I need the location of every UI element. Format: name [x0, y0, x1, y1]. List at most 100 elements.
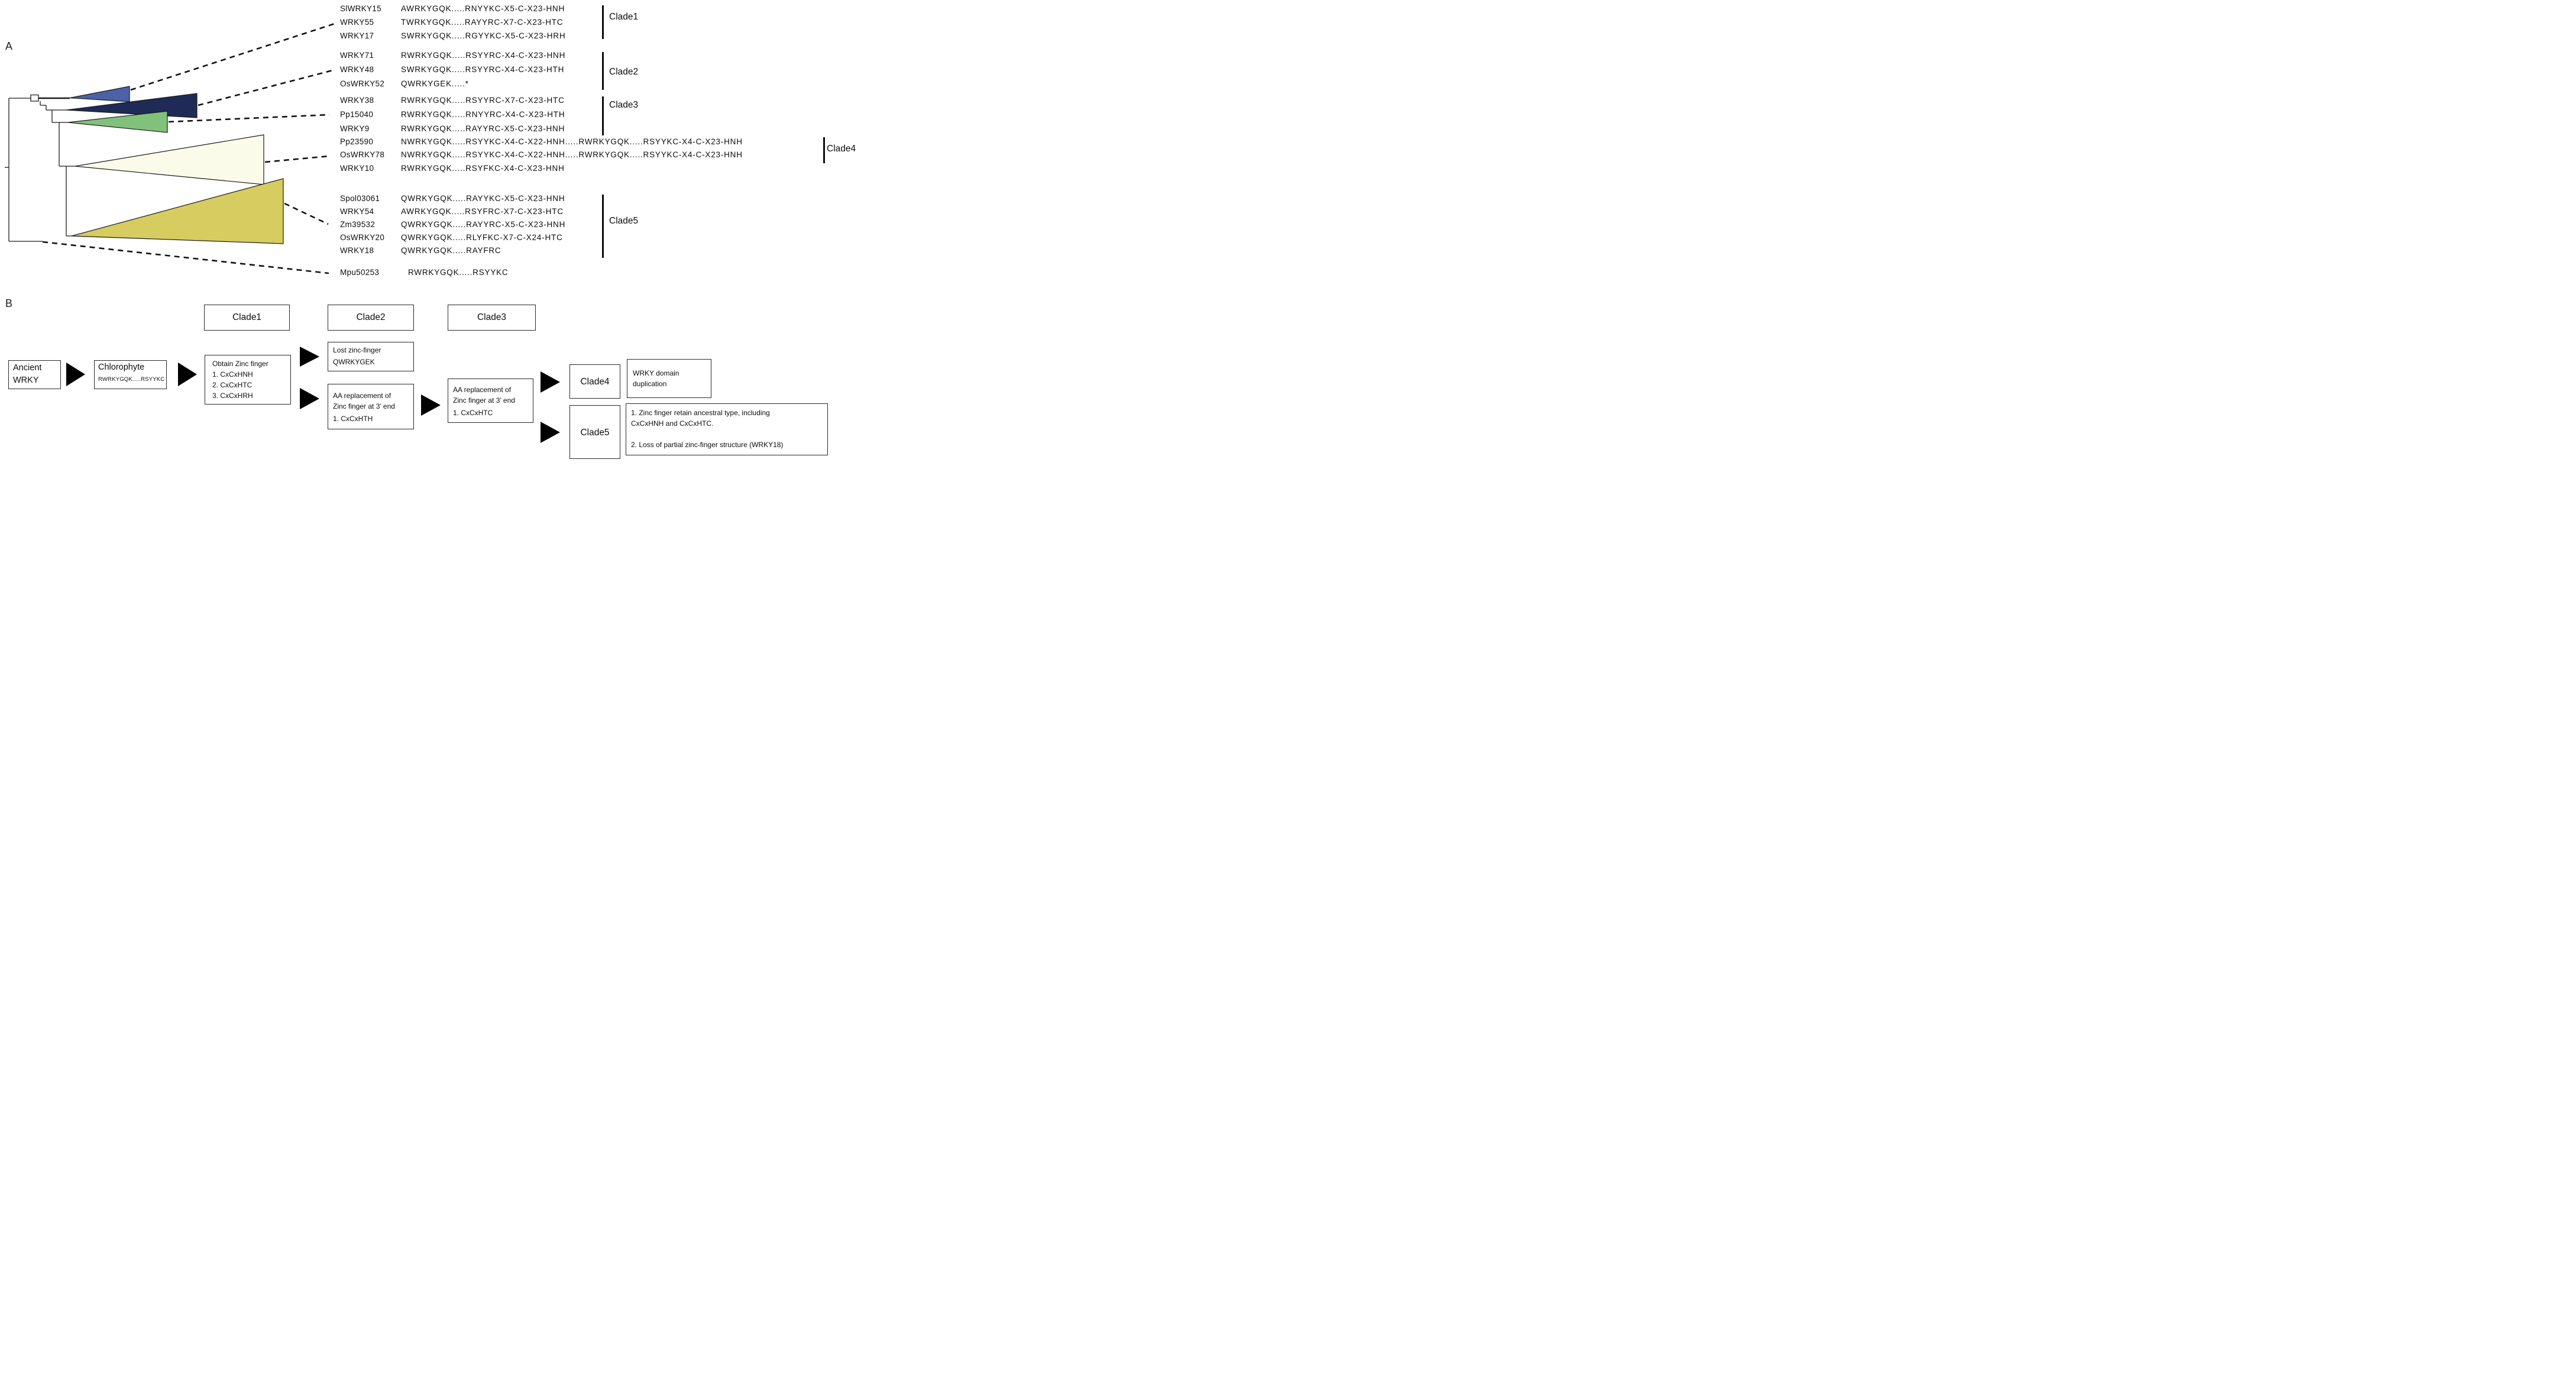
figure-wrky-evolution: A B — [0, 0, 859, 460]
clade1-header-box: Clade1 — [204, 305, 290, 331]
dup-line2: duplication — [633, 380, 667, 388]
obtain-line3: 2. CxCxHTC — [212, 381, 253, 389]
alignment-row: WRKY48 SWRKYGQK.....RSYYRC-X4-C-X23-HTH — [340, 65, 564, 74]
gene-name: OsWRKY20 — [340, 233, 385, 242]
domain-sequence: SWRKYGQK.....RSYYRC-X4-C-X23-HTH — [401, 65, 565, 74]
clade-bracket — [602, 52, 604, 90]
gene-name: WRKY38 — [340, 96, 374, 105]
aa2-line1: AA replacement of — [453, 386, 512, 394]
lost-line2: QWRKYGEK — [333, 358, 375, 366]
panel-a-label: A — [5, 40, 13, 52]
dup-line1: WRKY domain — [633, 369, 679, 377]
ancient-wrky-box: Ancient WRKY — [8, 360, 61, 389]
domain-sequence: TWRKYGQK.....RAYYRC-X7-C-X23-HTC — [401, 18, 564, 27]
gene-name: Zm39532 — [340, 220, 376, 229]
clade2-header-label: Clade2 — [356, 312, 386, 322]
clade4-result-label: Clade4 — [580, 377, 610, 387]
alignment-row: WRKY38 RWRKYGQK.....RSYYRC-X7-C-X23-HTC — [340, 96, 565, 105]
gene-name: OsWRKY52 — [340, 79, 385, 88]
clade5-collapsed-triangle — [71, 178, 284, 244]
clade1-collapsed-triangle — [69, 86, 130, 102]
phylogenetic-tree — [5, 22, 335, 274]
gene-name: WRKY48 — [340, 65, 374, 74]
clade-bracket — [602, 195, 604, 258]
alignment-row: Mpu50253 RWRKYGQK.....RSYYKC — [340, 268, 508, 277]
chlorophyte-box: Chlorophyte RWRKYGQK.....RSYYKC — [94, 360, 167, 389]
clade3-collapsed-triangle — [67, 111, 168, 133]
gene-name: SlWRKY15 — [340, 4, 381, 13]
clade2-header-box: Clade2 — [328, 305, 414, 331]
aa2-line2: Zinc finger at 3’ end — [453, 396, 515, 405]
domain-sequence: RWRKYGQK.....RAYYRC-X5-C-X23-HNH — [401, 124, 565, 133]
alignment-row: OsWRKY20 QWRKYGQK.....RLYFKC-X7-C-X24-HTC — [340, 233, 563, 242]
clade-label: Clade1 — [609, 12, 639, 22]
clade-bracket — [602, 5, 604, 39]
domain-sequence: QWRKYGQK.....RLYFKC-X7-C-X24-HTC — [401, 233, 563, 242]
aa2-line3: 1. CxCxHTC — [453, 409, 493, 417]
clade3-header-label: Clade3 — [477, 312, 507, 322]
clade-label: Clade2 — [609, 67, 639, 77]
panel-b-label: B — [5, 297, 13, 309]
clade1-header-label: Clade1 — [232, 312, 262, 322]
alignment-row: WRKY71 RWRKYGQK.....RSYYRC-X4-C-X23-HNH — [340, 51, 565, 60]
clade4-collapsed-triangle — [75, 134, 264, 185]
domain-sequence: AWRKYGQK.....RNYYKC-X5-C-X23-HNH — [401, 4, 565, 13]
alignment-row: WRKY18 QWRKYGQK.....RAYFRC — [340, 246, 501, 255]
gene-name: Mpu50253 — [340, 268, 380, 277]
domain-sequence: RWRKYGQK.....RSYYRC-X4-C-X23-HNH — [401, 51, 566, 60]
notes-line2: CxCxHNH and CxCxHTC. — [631, 419, 714, 428]
clade3-header-box: Clade3 — [448, 305, 536, 331]
gene-name: WRKY9 — [340, 124, 370, 133]
gene-name: WRKY18 — [340, 246, 374, 255]
obtain-line4: 3. CxCxHRH — [212, 392, 253, 400]
clade-label: Clade5 — [609, 216, 639, 226]
alignment-row: WRKY55 TWRKYGQK.....RAYYRC-X7-C-X23-HTC — [340, 18, 563, 27]
clade-bracket — [823, 137, 825, 163]
obtain-line2: 1. CxCxHNH — [212, 370, 253, 379]
clade5-result-label: Clade5 — [580, 428, 610, 438]
domain-sequence: NWRKYGQK.....RSYYKC-X4-C-X22-HNH.....RWR… — [401, 150, 743, 159]
wrky-domain-duplication-box: WRKY domain duplication — [627, 359, 711, 398]
gene-name: Pp23590 — [340, 137, 374, 146]
alignment-row: SlWRKY15 AWRKYGQK.....RNYYKC-X5-C-X23-HNH — [340, 4, 565, 13]
gene-name: WRKY17 — [340, 31, 374, 40]
chlorophyte-title: Chlorophyte — [98, 363, 145, 372]
aa-replacement-clade3-box: AA replacement of Zinc finger at 3’ end … — [448, 379, 533, 423]
tree-branches — [5, 94, 75, 242]
domain-sequence: QWRKYGQK.....RAYFRC — [401, 246, 501, 255]
domain-sequence: QWRKYGQK.....RAYYRC-X5-C-X23-HNH — [401, 220, 566, 229]
domain-sequence: AWRKYGQK.....RSYFRC-X7-C-X23-HTC — [401, 207, 564, 216]
notes-line3: 2. Loss of partial zinc-finger structure… — [631, 441, 784, 449]
domain-sequence: RWRKYGQK.....RSYFKC-X4-C-X23-HNH — [401, 164, 565, 173]
alignment-row: WRKY9 RWRKYGQK.....RAYYRC-X5-C-X23-HNH — [340, 124, 565, 133]
clade5-result-box: Clade5 — [569, 405, 620, 459]
ancient-line1: Ancient — [13, 363, 42, 373]
gene-name: Spol03061 — [340, 194, 380, 203]
gene-name: WRKY55 — [340, 18, 374, 27]
lost-zinc-finger-box: Lost zinc-finger QWRKYGEK — [328, 342, 414, 371]
aa-replacement-clade2-box: AA replacement of Zinc finger at 3’ end … — [328, 384, 414, 429]
aa1-line1: AA replacement of — [333, 392, 391, 400]
clade4-result-box: Clade4 — [569, 364, 620, 399]
ancient-line2: WRKY — [13, 376, 39, 385]
domain-sequence: QWRKYGQK.....RAYYKC-X5-C-X23-HNH — [401, 194, 565, 203]
clade-label: Clade3 — [609, 100, 639, 110]
obtain-line1: Obtain Zinc finger — [212, 360, 268, 368]
domain-sequence: SWRKYGQK.....RGYYKC-X5-C-X23-HRH — [401, 31, 566, 40]
gene-name: Pp15040 — [340, 110, 374, 119]
domain-sequence: RWRKYGQK.....RSYYRC-X7-C-X23-HTC — [401, 96, 565, 105]
clade-bracket — [602, 96, 604, 135]
notes-line1: 1. Zinc finger retain ancestral type, in… — [631, 409, 770, 417]
aa1-line2: Zinc finger at 3’ end — [333, 402, 395, 410]
gene-name: WRKY71 — [340, 51, 374, 60]
obtain-zinc-finger-box: Obtain Zinc finger 1. CxCxHNH 2. CxCxHTC… — [205, 355, 291, 405]
domain-sequence: RWRKYGQK.....RSYYKC — [408, 268, 509, 277]
aa1-line3: 1. CxCxHTH — [333, 415, 373, 423]
alignment-row: WRKY17 SWRKYGQK.....RGYYKC-X5-C-X23-HRH — [340, 31, 565, 40]
